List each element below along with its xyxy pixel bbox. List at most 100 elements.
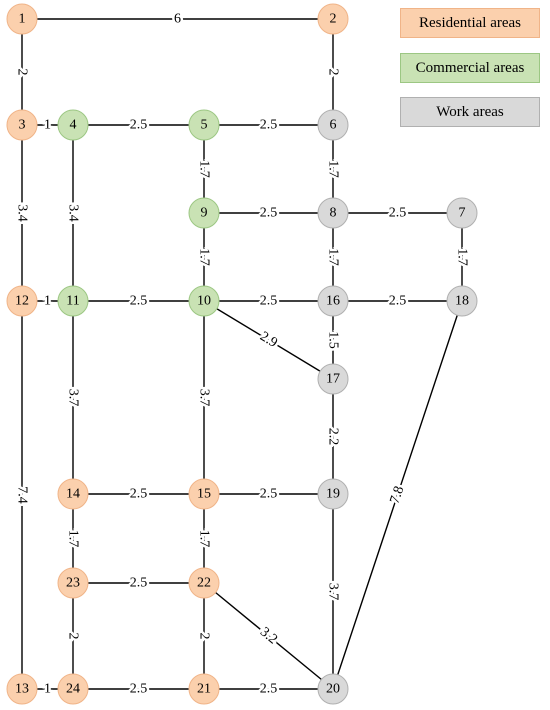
node-22: 22 xyxy=(188,567,220,599)
node-circle-13 xyxy=(6,673,38,705)
edge-label-8-16: 1.7 xyxy=(326,248,341,266)
node-18: 18 xyxy=(446,285,478,317)
edge-label-12-11: 1 xyxy=(44,294,51,309)
node-17: 17 xyxy=(317,363,349,395)
edge-label-16-17: 1.5 xyxy=(326,331,341,349)
edge-label-9-10: 1.7 xyxy=(197,248,212,266)
edge-label-10-17: 2.9 xyxy=(257,329,280,351)
node-5: 5 xyxy=(188,109,220,141)
node-label-15: 15 xyxy=(197,487,211,502)
node-label-2: 2 xyxy=(330,12,337,27)
node-circle-20 xyxy=(317,673,349,705)
edge-label-24-21: 2.5 xyxy=(130,682,148,697)
edge-label-11-14: 3.7 xyxy=(66,389,81,407)
node-23: 23 xyxy=(57,567,89,599)
node-4: 4 xyxy=(57,109,89,141)
node-circle-19 xyxy=(317,478,349,510)
node-3: 3 xyxy=(6,109,38,141)
node-circle-2 xyxy=(317,3,349,35)
legend-work: Work areas xyxy=(400,97,540,127)
node-label-21: 21 xyxy=(197,682,211,697)
node-13: 13 xyxy=(6,673,38,705)
node-circle-15 xyxy=(188,478,220,510)
edge-label-10-16: 2.5 xyxy=(260,294,278,309)
node-1: 1 xyxy=(6,3,38,35)
node-label-12: 12 xyxy=(15,294,29,309)
node-circle-3 xyxy=(6,109,38,141)
node-2: 2 xyxy=(317,3,349,35)
node-24: 24 xyxy=(57,673,89,705)
node-label-6: 6 xyxy=(330,118,337,133)
edge-10-17 xyxy=(203,300,334,380)
edge-label-21-20: 2.5 xyxy=(260,682,278,697)
edge-label-18-20: 7.8 xyxy=(388,484,408,505)
edge-label-22-20: 3.2 xyxy=(257,625,280,648)
node-label-18: 18 xyxy=(455,294,469,309)
edge-label-19-20: 3.7 xyxy=(326,583,341,601)
node-circle-22 xyxy=(188,567,220,599)
legend-commercial: Commercial areas xyxy=(400,53,540,83)
edge-label-17-19: 2.2 xyxy=(326,428,341,446)
edge-label-11-10: 2.5 xyxy=(130,294,148,309)
edge-label-14-23: 1.7 xyxy=(66,530,81,548)
edge-label-6-8: 1.7 xyxy=(326,160,341,178)
edge-label-22-21: 2 xyxy=(197,633,212,640)
edge-label-16-18: 2.5 xyxy=(389,294,407,309)
node-label-10: 10 xyxy=(197,294,211,309)
node-circle-18 xyxy=(446,285,478,317)
node-label-8: 8 xyxy=(330,206,337,221)
edge-label-1-3: 2 xyxy=(15,69,30,76)
edge-label-13-24: 1 xyxy=(44,682,51,697)
edge-label-3-12: 3.4 xyxy=(15,204,30,222)
node-circle-10 xyxy=(188,285,220,317)
edge-label-4-11: 3.4 xyxy=(66,204,81,222)
edge-label-3-4: 1 xyxy=(44,118,51,133)
node-label-11: 11 xyxy=(66,294,79,309)
edge-label-2-6: 2 xyxy=(326,69,341,76)
node-label-14: 14 xyxy=(66,487,80,502)
edge-label-1-2: 6 xyxy=(174,12,181,27)
node-circle-7 xyxy=(446,197,478,229)
node-circle-17 xyxy=(317,363,349,395)
node-label-23: 23 xyxy=(66,576,80,591)
node-label-3: 3 xyxy=(19,118,26,133)
edge-label-10-15: 3.7 xyxy=(197,389,212,407)
edge-label-23-24: 2 xyxy=(66,633,81,640)
edge-label-8-7: 2.5 xyxy=(389,206,407,221)
node-12: 12 xyxy=(6,285,38,317)
node-circle-9 xyxy=(188,197,220,229)
node-14: 14 xyxy=(57,478,89,510)
node-8: 8 xyxy=(317,197,349,229)
edge-label-4-5: 2.5 xyxy=(130,118,148,133)
node-label-9: 9 xyxy=(201,206,208,221)
edge-label-5-9: 1.7 xyxy=(197,160,212,178)
node-circle-16 xyxy=(317,285,349,317)
node-circle-5 xyxy=(188,109,220,141)
node-label-20: 20 xyxy=(326,682,340,697)
node-7: 7 xyxy=(446,197,478,229)
node-11: 11 xyxy=(57,285,89,317)
node-circle-24 xyxy=(57,673,89,705)
node-label-5: 5 xyxy=(201,118,208,133)
edge-18-20 xyxy=(332,300,463,690)
node-circle-8 xyxy=(317,197,349,229)
node-label-4: 4 xyxy=(70,118,77,133)
node-label-13: 13 xyxy=(15,682,29,697)
node-label-7: 7 xyxy=(459,206,466,221)
node-label-16: 16 xyxy=(326,294,340,309)
node-circle-4 xyxy=(57,109,89,141)
edge-label-12-13: 7.4 xyxy=(15,486,30,504)
node-20: 20 xyxy=(317,673,349,705)
node-9: 9 xyxy=(188,197,220,229)
edge-label-9-8: 2.5 xyxy=(260,206,278,221)
node-16: 16 xyxy=(317,285,349,317)
node-circle-21 xyxy=(188,673,220,705)
legend-residential: Residential areas xyxy=(400,8,540,38)
node-circle-6 xyxy=(317,109,349,141)
node-label-19: 19 xyxy=(326,487,340,502)
node-circle-23 xyxy=(57,567,89,599)
edge-label-14-15: 2.5 xyxy=(130,487,148,502)
